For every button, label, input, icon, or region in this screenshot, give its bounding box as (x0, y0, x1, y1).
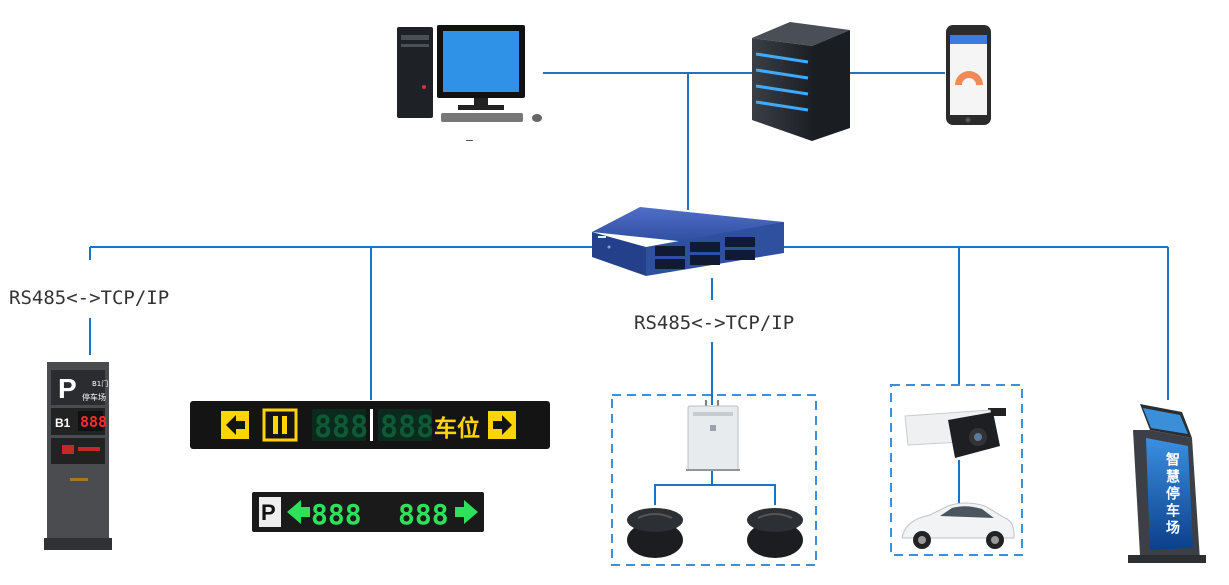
line-sensor-split-right (712, 484, 776, 505)
network-switch-icon (592, 207, 784, 276)
guide-sign-text: 车位 (434, 415, 480, 442)
left-protocol-label: RS485<->TCP/IP (9, 287, 170, 309)
entrance-title: 停车场 (82, 392, 106, 402)
camera-group-box (890, 384, 1023, 556)
guide-led-sign: 888 888 车位 (190, 401, 550, 449)
kiosk-screen-text: 智慧停车场 (1164, 451, 1181, 537)
entrance-digits: 888 (80, 413, 107, 431)
green-led-sign: P 888 888 (252, 492, 484, 532)
entrance-p-letter: P (58, 373, 77, 404)
svg-text:P: P (261, 500, 276, 525)
connection-lines (89, 72, 1169, 505)
parking-sensor-left-icon (627, 508, 683, 558)
entrance-floor: B1 (55, 416, 71, 430)
smartphone-icon (946, 25, 991, 125)
detector-control-box-icon (686, 400, 740, 471)
car-icon (901, 502, 1015, 549)
line-sensor-split (654, 468, 713, 505)
green-sign-right-digits: 888 (398, 498, 449, 531)
parking-kiosk-icon: 智慧停车场 (1128, 404, 1206, 563)
guide-sign-right-digits: 888 (380, 410, 434, 445)
parking-sensor-right-icon (747, 508, 803, 558)
entrance-display-pillar: P B1门 停车场 B1 888 (44, 362, 112, 550)
guide-sign-middle-digits: 888 (314, 410, 368, 445)
detector-group-box (611, 394, 817, 566)
server-icon (752, 22, 850, 141)
security-camera-icon (904, 408, 1006, 458)
desktop-computer-icon (397, 25, 542, 141)
green-sign-left-digits: 888 (311, 498, 362, 531)
center-protocol-label: RS485<->TCP/IP (634, 312, 795, 334)
entrance-zone-label: B1门 (92, 379, 108, 388)
